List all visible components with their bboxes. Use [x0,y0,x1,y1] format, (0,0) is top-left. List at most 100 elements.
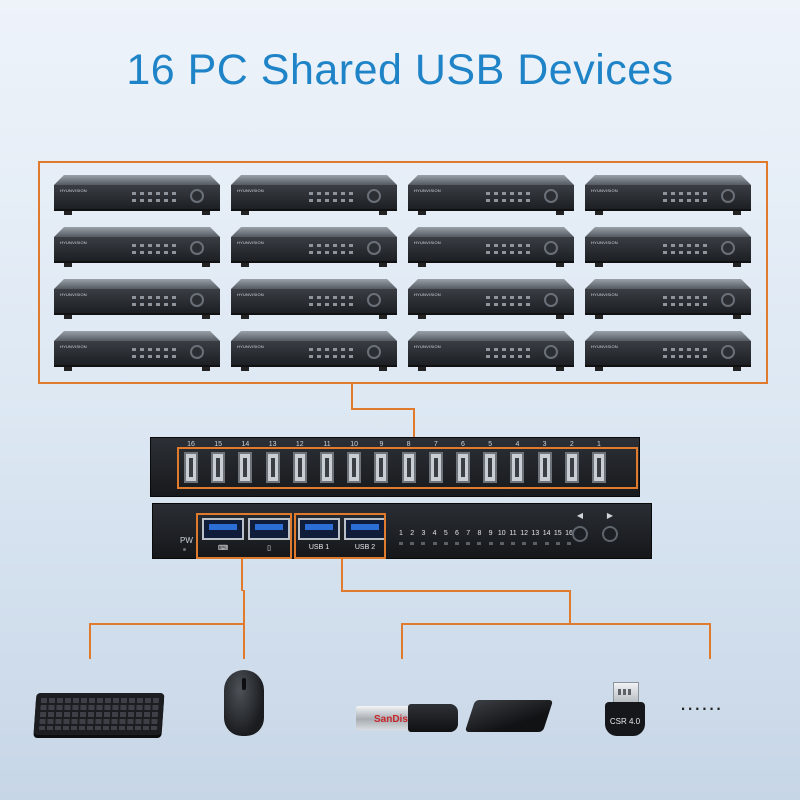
usb-device-port [298,518,340,540]
channel-led [511,542,515,545]
previous-channel-button[interactable] [572,526,588,542]
channel-number: 6 [455,530,459,537]
pc-port-number: 11 [323,441,331,448]
computer-unit: HYUNVISION [408,227,574,271]
computer-unit: HYUNVISION [408,175,574,219]
computer-unit: HYUNVISION [585,331,751,375]
channel-number: 14 [542,530,551,537]
pc-usb-input-port [510,452,525,483]
computer-unit: HYUNVISION [585,175,751,219]
computer-brand: HYUNVISION [60,292,87,297]
pc-usb-input-port [592,452,606,483]
channel-led [443,542,448,545]
usb-device-port [344,518,386,540]
pc-usb-input-port [428,452,443,483]
usb-flash-drive-icon: SanDisk [356,704,458,732]
computer-unit: HYUNVISION [54,227,220,271]
power-led [183,548,186,551]
channel-led [488,542,493,545]
pc-usb-input-port [564,452,579,483]
channel-led [477,542,482,545]
computer-brand: HYUNVISION [60,188,87,193]
usb-ports-group [294,513,386,559]
arrow-left-icon: ◀ [576,511,584,520]
usb-port-label: USB 2 [354,544,376,551]
computer-brand: HYUNVISION [60,344,87,349]
connector-line [569,590,571,624]
connector-line [243,623,245,659]
channel-led [421,542,426,545]
connector-line [341,590,571,592]
computer-unit: HYUNVISION [54,331,220,375]
computer-brand: HYUNVISION [237,292,264,297]
pc-port-number: 7 [433,441,438,448]
channel-number: 11 [509,530,517,537]
connector-line [89,623,245,625]
bluetooth-adapter-label: CSR 4.0 [609,717,641,726]
pc-port-number: 6 [461,441,465,448]
pc-port-number: 15 [214,441,223,448]
computer-brand: HYUNVISION [414,188,441,193]
computer-unit: HYUNVISION [585,227,751,271]
connector-line [709,623,711,659]
computer-unit: HYUNVISION [408,331,574,375]
channel-number: 4 [432,530,437,537]
pc-port-number: 1 [597,441,601,448]
computer-brand: HYUNVISION [414,344,441,349]
usb-device-port [202,518,244,540]
connector-line [413,408,415,448]
channel-number: 2 [410,530,415,537]
usb-stick-brand: SanDisk [374,714,414,725]
channel-led [432,542,437,545]
channel-number: 1 [399,530,403,537]
channel-number: 8 [477,530,482,537]
computer-brand: HYUNVISION [591,188,618,193]
pc-port-number: 13 [268,441,277,448]
computer-unit: HYUNVISION [585,279,751,323]
pc-input-ports-group [177,447,638,489]
keyboard-icon: ⌨ [217,545,229,552]
computer-unit: HYUNVISION [231,279,397,323]
computer-brand: HYUNVISION [237,344,264,349]
pc-usb-input-port [347,452,362,483]
pc-port-number: 8 [406,441,411,448]
channel-led [522,542,527,545]
pc-usb-input-port [456,452,470,483]
computer-unit: HYUNVISION [54,175,220,219]
computer-brand: HYUNVISION [237,188,264,193]
computer-brand: HYUNVISION [414,292,441,297]
arrow-right-icon: ▶ [606,511,614,520]
external-hard-drive-icon [464,700,554,732]
mouse-icon: ▯ [267,545,271,552]
next-channel-button[interactable] [602,526,618,542]
computer-brand: HYUNVISION [237,240,264,245]
channel-number: 16 [565,530,573,537]
channel-led [499,542,504,545]
channel-led [410,542,415,545]
mouse-icon [224,670,264,736]
pc-usb-input-port [374,452,389,483]
channel-number: 12 [520,530,529,537]
connector-line [401,623,403,659]
connector-line [351,384,353,410]
channel-number: 13 [531,530,540,537]
bluetooth-adapter-icon: CSR 4.0 [605,682,645,736]
channel-number: 7 [466,530,471,537]
pc-port-number: 5 [488,441,493,448]
computer-unit: HYUNVISION [231,175,397,219]
computer-brand: HYUNVISION [414,240,441,245]
channel-number: 5 [443,530,448,537]
pc-port-number: 3 [542,441,547,448]
connector-line [341,559,343,591]
connector-line [401,623,711,625]
channel-led [567,542,571,545]
computer-brand: HYUNVISION [591,240,618,245]
pc-port-number: 4 [515,441,520,448]
pc-usb-input-port [292,452,307,483]
channel-number: 3 [421,530,426,537]
channel-led [455,542,459,545]
channel-led [399,542,403,545]
pc-usb-input-port [265,452,280,483]
computer-unit: HYUNVISION [231,331,397,375]
computer-brand: HYUNVISION [591,344,618,349]
